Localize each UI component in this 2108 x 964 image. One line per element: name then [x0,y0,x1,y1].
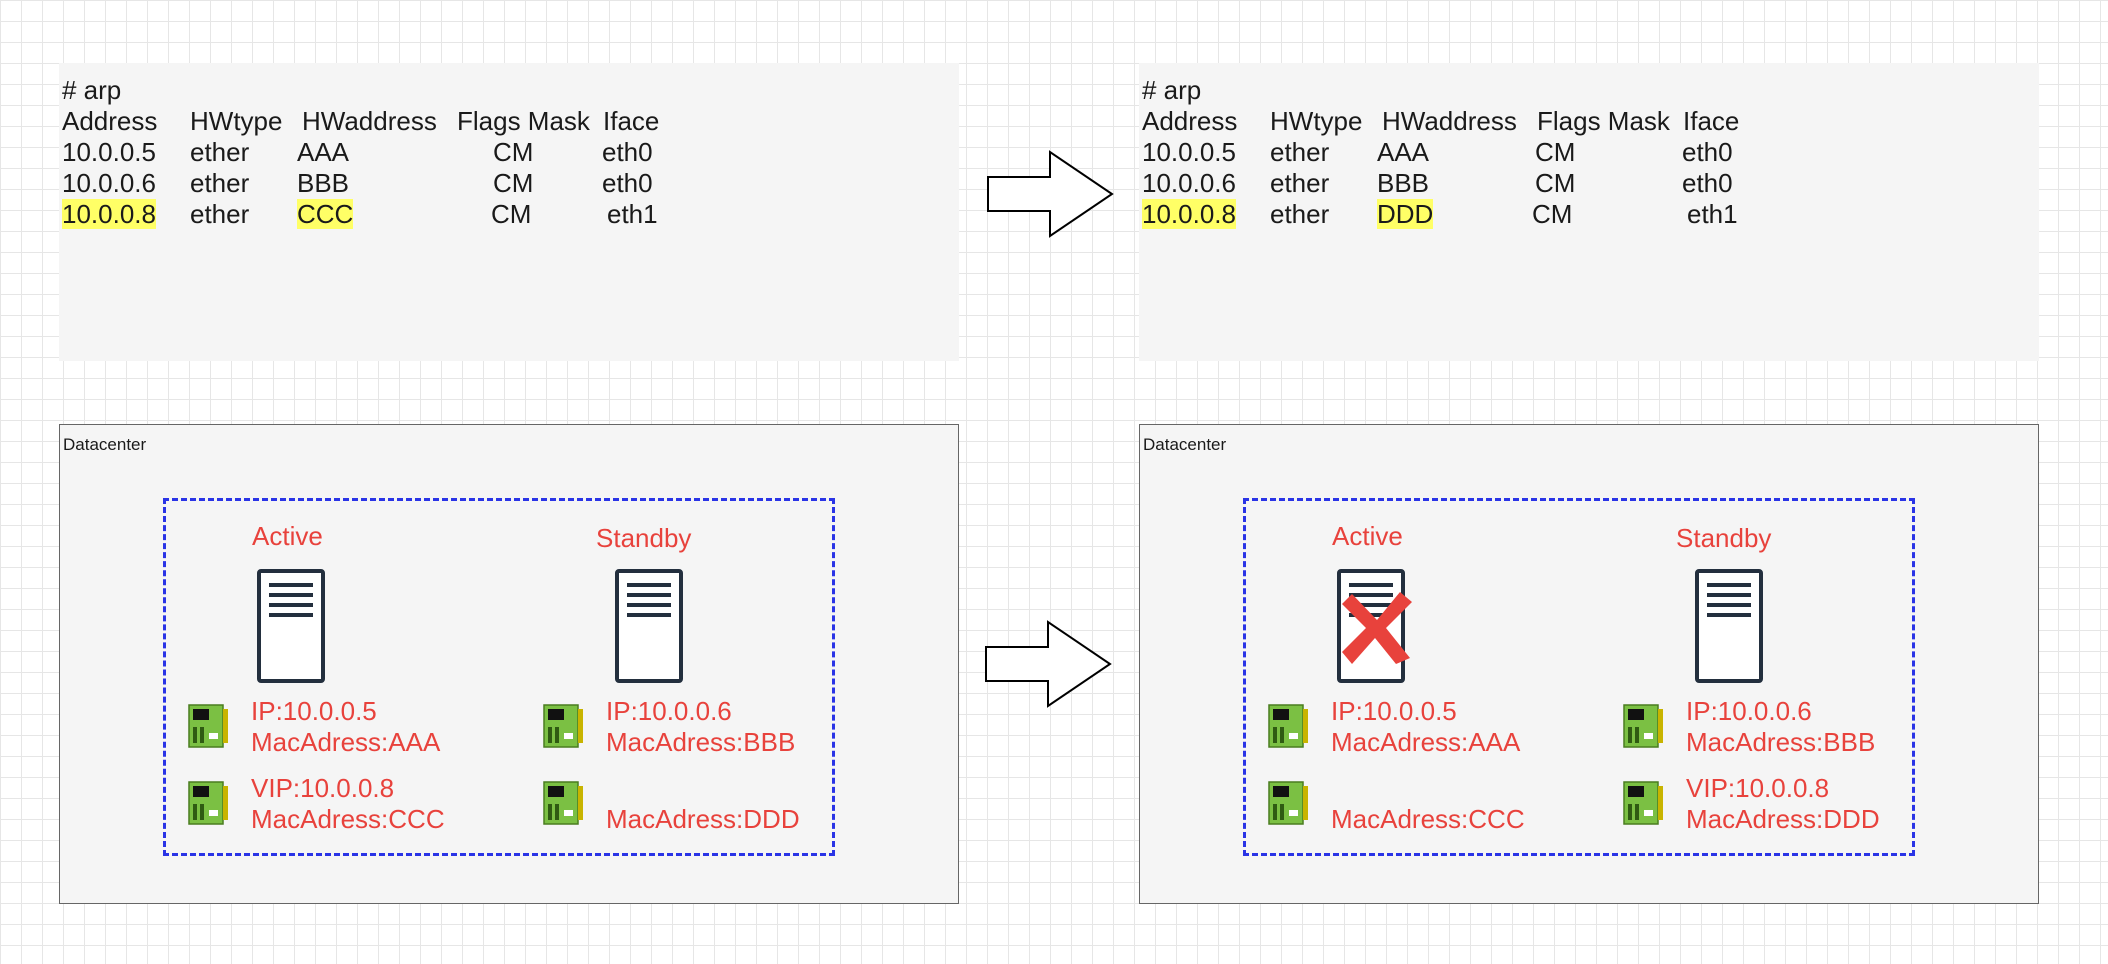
datacenter-before: Datacenter Active IP:10.0.0.5 MacAdress:… [59,424,959,904]
datacenter-label: Datacenter [1143,435,1227,454]
row2-hwtype: ether [1270,168,1330,198]
row3-flags: CM [491,199,532,229]
row3-hwtype: ether [1270,199,1330,229]
right-arrow-icon [985,620,1112,708]
standby-nic2-mac: MacAdress:DDD [1686,804,1880,834]
row2-iface: eth0 [1682,168,1733,198]
ha-cluster-boundary [163,498,835,856]
row1-iface: eth0 [1682,137,1733,167]
active-nic1-mac: MacAdress:AAA [1331,727,1521,757]
network-card-icon [1268,781,1308,825]
row1-hwtype: ether [190,137,250,167]
row2-address: 10.0.0.6 [62,168,156,198]
row1-address: 10.0.0.5 [1142,137,1236,167]
header-flags-mask: Flags Mask [457,106,590,136]
row3-iface: eth1 [607,199,658,229]
network-card-icon [543,781,583,825]
active-nic1-mac: MacAdress:AAA [251,727,441,757]
row3-address-highlighted: 10.0.0.8 [1142,199,1236,229]
header-hwtype: HWtype [190,106,283,136]
active-nic2-vip: VIP:10.0.0.8 [251,773,395,803]
row3-flags: CM [1532,199,1573,229]
ha-cluster-boundary [1243,498,1915,856]
network-card-icon [1623,781,1663,825]
network-card-icon [1268,704,1308,748]
standby-nic1-mac: MacAdress:BBB [1686,727,1876,757]
active-title: Active [1332,521,1403,551]
arp-command: # arp [1142,75,1202,105]
server-icon [257,569,325,683]
header-hwaddress: HWaddress [302,106,437,136]
header-iface: Iface [603,106,660,136]
active-nic1-ip: IP:10.0.0.5 [251,696,377,726]
row2-iface: eth0 [602,168,653,198]
row1-hwaddress: AAA [1377,137,1430,167]
row1-hwaddress: AAA [297,137,350,167]
active-title: Active [252,521,323,551]
header-address: Address [62,106,158,136]
network-card-icon [188,704,228,748]
row1-iface: eth0 [602,137,653,167]
row3-hwaddress-highlighted: DDD [1377,199,1434,229]
active-nic2-mac: MacAdress:CCC [1331,804,1525,834]
server-icon [1695,569,1763,683]
arp-command: # arp [62,75,122,105]
row2-hwaddress: BBB [297,168,350,198]
network-card-icon [188,781,228,825]
row3-address-highlighted: 10.0.0.8 [62,199,156,229]
row1-hwtype: ether [1270,137,1330,167]
network-card-icon [1623,704,1663,748]
header-iface: Iface [1683,106,1740,136]
standby-title: Standby [1676,523,1772,553]
standby-nic1-ip: IP:10.0.0.6 [606,696,732,726]
row2-hwaddress: BBB [1377,168,1430,198]
active-nic2-mac: MacAdress:CCC [251,804,445,834]
standby-nic2-vip: VIP:10.0.0.8 [1686,773,1830,803]
standby-nic1-ip: IP:10.0.0.6 [1686,696,1812,726]
datacenter-after: Datacenter Active IP:10.0.0.5 MacAdress:… [1139,424,2039,904]
standby-title: Standby [596,523,692,553]
row2-flags: CM [1535,168,1576,198]
header-hwaddress: HWaddress [1382,106,1517,136]
row3-iface: eth1 [1687,199,1738,229]
row2-flags: CM [493,168,534,198]
right-arrow-icon [987,150,1114,238]
failure-x-icon [1342,592,1412,664]
row1-flags: CM [493,137,534,167]
standby-nic2-mac: MacAdress:DDD [606,804,800,834]
row3-hwtype: ether [190,199,250,229]
active-nic1-ip: IP:10.0.0.5 [1331,696,1457,726]
row1-flags: CM [1535,137,1576,167]
server-icon [615,569,683,683]
header-hwtype: HWtype [1270,106,1363,136]
arp-table-after: # arp Address HWtype HWaddress Flags Mas… [1139,63,2039,361]
row1-address: 10.0.0.5 [62,137,156,167]
datacenter-label: Datacenter [63,435,147,454]
arp-table-before: # arp Address HWtype HWaddress Flags Mas… [59,63,959,361]
standby-nic1-mac: MacAdress:BBB [606,727,796,757]
network-card-icon [543,704,583,748]
row2-hwtype: ether [190,168,250,198]
row2-address: 10.0.0.6 [1142,168,1236,198]
header-flags-mask: Flags Mask [1537,106,1670,136]
header-address: Address [1142,106,1238,136]
row3-hwaddress-highlighted: CCC [297,199,354,229]
